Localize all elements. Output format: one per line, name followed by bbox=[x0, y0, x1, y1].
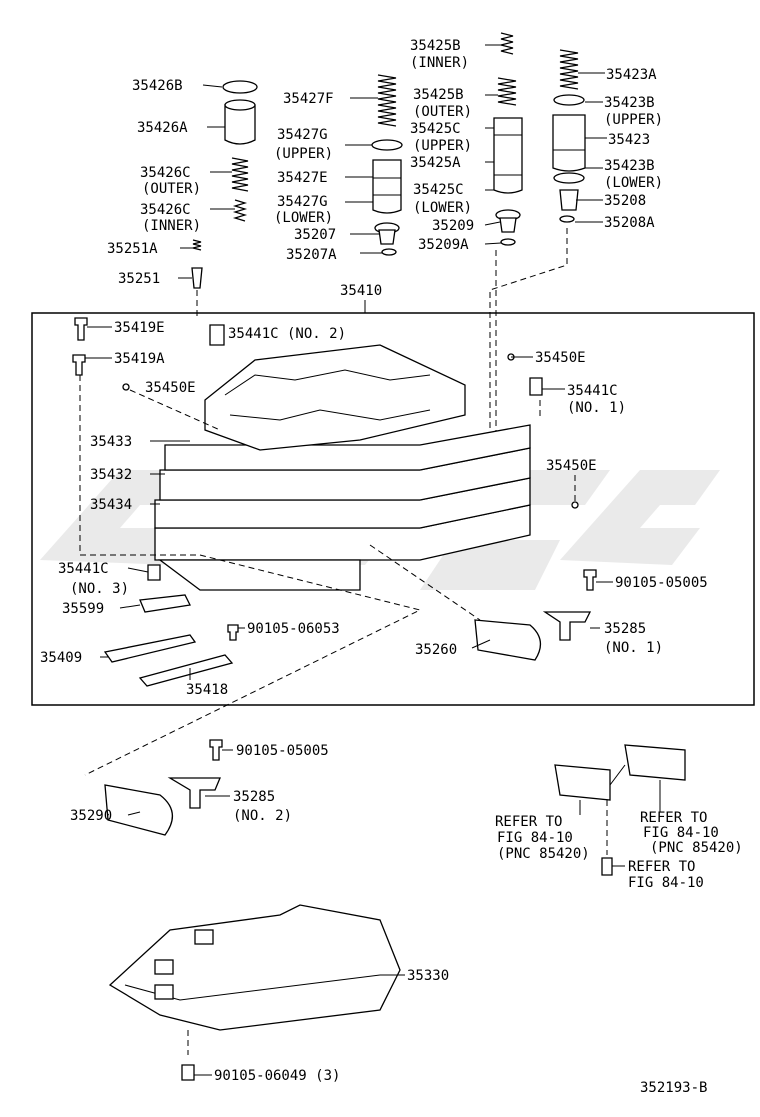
label-35427G-lower-note: (LOWER) bbox=[274, 210, 333, 226]
label-35441C-no1: 35441C bbox=[567, 383, 618, 399]
label-35208A: 35208A bbox=[604, 215, 655, 231]
label-refer-2a: REFER TO bbox=[640, 810, 707, 826]
label-35425B-inner: 35425B bbox=[410, 38, 461, 54]
label-35425C-lower: 35425C bbox=[413, 182, 464, 198]
label-35251: 35251 bbox=[118, 271, 160, 287]
label-35290: 35290 bbox=[70, 808, 112, 824]
label-35425B-outer: 35425B bbox=[413, 87, 464, 103]
label-refer-2b: FIG 84-10 bbox=[643, 825, 719, 841]
label-35425B-inner-note: (INNER) bbox=[410, 55, 469, 71]
label-refer-1c: (PNC 85420) bbox=[497, 846, 590, 862]
label-35251A: 35251A bbox=[107, 241, 158, 257]
label-90105-06053: 90105-06053 bbox=[247, 621, 340, 637]
valve-body-stack bbox=[154, 344, 531, 591]
label-35425A: 35425A bbox=[410, 155, 461, 171]
label-35423A: 35423A bbox=[606, 67, 657, 83]
label-refer-2c: (PNC 85420) bbox=[650, 840, 743, 856]
label-35423: 35423 bbox=[608, 132, 650, 148]
label-35426C-inner: 35426C bbox=[140, 202, 191, 218]
label-35425C-lower-note: (LOWER) bbox=[413, 200, 472, 216]
label-35409: 35409 bbox=[40, 650, 82, 666]
label-35425C-upper-note: (UPPER) bbox=[413, 138, 472, 154]
label-35441C-no2: 35441C (NO. 2) bbox=[228, 326, 346, 342]
accumulator-left-group bbox=[191, 80, 258, 320]
label-90105-05005-bottom: 90105-05005 bbox=[236, 743, 329, 759]
label-refer-3b: FIG 84-10 bbox=[628, 875, 704, 891]
label-35423B-lower: 35423B bbox=[604, 158, 655, 174]
label-35285-no1-note: (NO. 1) bbox=[604, 640, 663, 656]
label-35599: 35599 bbox=[62, 601, 104, 617]
label-35285-no1: 35285 bbox=[604, 621, 646, 637]
diagram-code: 352193-B bbox=[640, 1080, 707, 1096]
label-refer-1a: REFER TO bbox=[495, 814, 562, 830]
label-35209A: 35209A bbox=[418, 237, 469, 253]
valve-body-assembly-frame bbox=[31, 312, 755, 706]
label-35410: 35410 bbox=[340, 283, 382, 299]
label-90105-05005-top: 90105-05005 bbox=[615, 575, 708, 591]
label-35441C-no3-note: (NO. 3) bbox=[70, 581, 129, 597]
label-35441C-no3: 35441C bbox=[58, 561, 109, 577]
label-35450E-top-right: 35450E bbox=[535, 350, 586, 366]
label-35418: 35418 bbox=[186, 682, 228, 698]
label-35426C-outer-note: (OUTER) bbox=[142, 181, 201, 197]
label-35285-no2: 35285 bbox=[233, 789, 275, 805]
label-refer-3a: REFER TO bbox=[628, 859, 695, 875]
label-35427E: 35427E bbox=[277, 170, 328, 186]
label-35450E-right: 35450E bbox=[546, 458, 597, 474]
label-35426B: 35426B bbox=[132, 78, 183, 94]
label-90105-06049: 90105-06049 (3) bbox=[214, 1068, 340, 1084]
solenoid-35290-group bbox=[104, 739, 223, 836]
label-35427G-upper: 35427G bbox=[277, 127, 328, 143]
label-35423B-upper-note: (UPPER) bbox=[604, 112, 663, 128]
label-35427G-upper-note: (UPPER) bbox=[274, 146, 333, 162]
label-35423B-lower-note: (LOWER) bbox=[604, 175, 663, 191]
label-35426C-outer: 35426C bbox=[140, 165, 191, 181]
accumulator-right-group bbox=[493, 32, 523, 450]
label-35207A: 35207A bbox=[286, 247, 337, 263]
label-35425C-upper: 35425C bbox=[410, 121, 461, 137]
dashed-guides bbox=[79, 375, 576, 776]
label-35419E: 35419E bbox=[114, 320, 165, 336]
label-35450E-left: 35450E bbox=[145, 380, 196, 396]
label-refer-1b: FIG 84-10 bbox=[497, 830, 573, 846]
label-35427G-lower: 35427G bbox=[277, 194, 328, 210]
label-35285-no2-note: (NO. 2) bbox=[233, 808, 292, 824]
accumulator-middle-group bbox=[371, 74, 403, 256]
label-35330: 35330 bbox=[407, 968, 449, 984]
label-35209: 35209 bbox=[432, 218, 474, 234]
oil-pan bbox=[108, 904, 401, 1081]
label-35419A: 35419A bbox=[114, 351, 165, 367]
label-35260: 35260 bbox=[415, 642, 457, 658]
label-35423B-upper: 35423B bbox=[604, 95, 655, 111]
solenoid-ref-group bbox=[554, 744, 686, 876]
label-35207: 35207 bbox=[294, 227, 336, 243]
label-35433: 35433 bbox=[90, 434, 132, 450]
label-35441C-no1-note: (NO. 1) bbox=[567, 400, 626, 416]
label-35427F: 35427F bbox=[283, 91, 334, 107]
label-35425B-outer-note: (OUTER) bbox=[413, 104, 472, 120]
label-35208: 35208 bbox=[604, 193, 646, 209]
label-35426A: 35426A bbox=[137, 120, 188, 136]
fasteners-in-frame bbox=[72, 317, 597, 687]
label-35434: 35434 bbox=[90, 497, 132, 513]
part-labels: 35426B 35426A 35426C (OUTER) 35426C (INN… bbox=[40, 38, 743, 1096]
label-35432: 35432 bbox=[90, 467, 132, 483]
leader-lines bbox=[85, 44, 625, 1076]
label-35426C-inner-note: (INNER) bbox=[142, 218, 201, 234]
accumulator-far-right-group bbox=[489, 49, 586, 450]
